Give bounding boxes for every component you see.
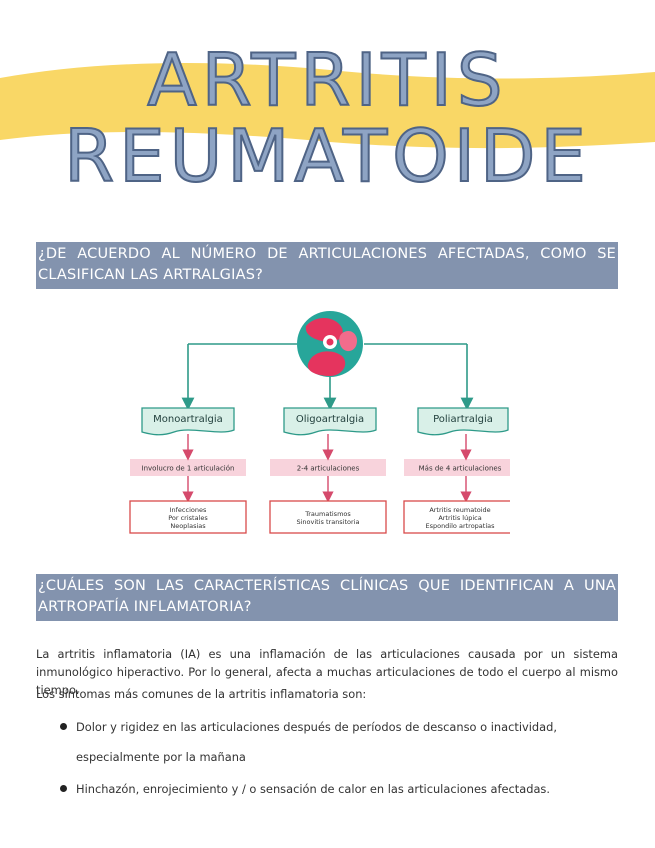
body-paragraph-2: Los síntomas más comunes de la artritis … [36, 687, 367, 701]
involvement-oligoartralgia: 2-4 articulaciones [297, 465, 360, 473]
page-title-line-1: ARTRITIS [146, 38, 508, 122]
connector-lines [181, 343, 474, 411]
question-heading-2: ¿CUÁLES SON LAS CARACTERÍSTICAS CLÍNICAS… [36, 574, 618, 621]
column-monoartralgia: Monoartralgia Involucro de 1 articulació… [129, 407, 247, 534]
cause-poli-1: Artritis reumatoide [429, 506, 490, 514]
cause-oligo-1: Traumatismos [304, 510, 351, 518]
column-oligoartralgia: Oligoartralgia 2-4 articulaciones Trauma… [269, 407, 387, 534]
page-title-line-2: REUMATOIDE [63, 114, 591, 198]
body-paragraph-1: La artritis inflamatoria (IA) es una inf… [36, 647, 618, 697]
classification-diagram: Monoartralgia Involucro de 1 articulació… [129, 311, 510, 534]
cause-poli-2: Artritis lúpica [438, 514, 481, 522]
bullet-icon [60, 785, 67, 792]
question-heading-1: ¿DE ACUERDO AL NÚMERO DE ARTICULACIONES … [36, 242, 618, 289]
list-item: Hinchazón, enrojecimiento y / o sensació… [56, 774, 618, 804]
cause-mono-2: Por cristales [168, 514, 208, 522]
symptom-text-1: Dolor y rigidez en las articulaciones de… [76, 720, 557, 764]
column-poliartralgia: Poliartralgia Más de 4 articulaciones Ar… [403, 407, 510, 534]
cause-mono-3: Neoplasias [170, 522, 206, 530]
bullet-icon [60, 723, 67, 730]
label-poliartralgia: Poliartralgia [433, 414, 493, 425]
joint-icon [297, 311, 363, 377]
cause-poli-3: Espondilo artropatías [425, 522, 495, 530]
header-band [0, 63, 655, 149]
cause-mono-1: Infecciones [170, 506, 207, 514]
involvement-poliartralgia: Más de 4 articulaciones [419, 465, 502, 473]
label-oligoartralgia: Oligoartralgia [296, 414, 364, 425]
list-item: Dolor y rigidez en las articulaciones de… [56, 712, 618, 772]
symptoms-list: Dolor y rigidez en las articulaciones de… [56, 712, 618, 806]
label-monoartralgia: Monoartralgia [153, 414, 223, 425]
symptom-text-2: Hinchazón, enrojecimiento y / o sensació… [76, 782, 550, 796]
cause-oligo-2: Sinovitis transitoria [297, 518, 360, 526]
involvement-monoartralgia: Involucro de 1 articulación [142, 465, 235, 473]
